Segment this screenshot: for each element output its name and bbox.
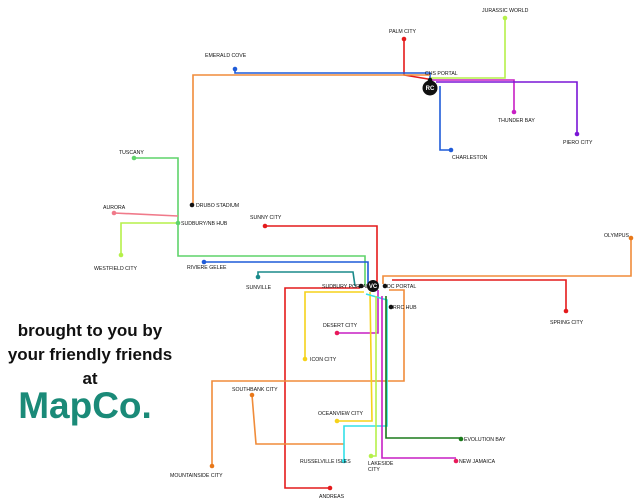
station-dot-charleston[interactable] bbox=[448, 147, 454, 153]
station-dot-russelville[interactable] bbox=[341, 458, 347, 464]
station-label-sunville: SUNVILLE bbox=[246, 285, 272, 291]
station-label-thunder: THUNDER BAY bbox=[498, 118, 535, 124]
station-dot-piero[interactable] bbox=[574, 131, 580, 137]
route-line-9 bbox=[120, 222, 178, 255]
station-label-desert: DESERT CITY bbox=[323, 323, 358, 329]
station-label-lakeside: LAKESIDE bbox=[368, 461, 394, 467]
station-label-olympus: OLYMPUS bbox=[604, 233, 630, 239]
station-dot-desert[interactable] bbox=[334, 330, 340, 336]
station-markers bbox=[111, 15, 634, 491]
route-line-16 bbox=[304, 291, 364, 359]
route-line-3 bbox=[192, 74, 430, 205]
station-label-evolution: EVOLUTION BAY bbox=[464, 437, 506, 443]
route-line-5 bbox=[436, 81, 578, 134]
station-label-newjamaica: NEW JAMAICA bbox=[459, 459, 496, 465]
route-line-2 bbox=[234, 69, 431, 85]
station-dot-spring[interactable] bbox=[563, 308, 569, 314]
tagline-line-1: brought to you by bbox=[17, 321, 163, 340]
route-line-4 bbox=[432, 79, 515, 112]
station-dot-andreas[interactable] bbox=[327, 485, 333, 491]
station-label-spring: SPRING CITY bbox=[550, 320, 584, 326]
station-label-mountainside: MOUNTAINSIDE CITY bbox=[170, 473, 223, 479]
station-label-sudbury_portal: SUDBURY PORTAL bbox=[322, 284, 369, 290]
route-line-11 bbox=[265, 225, 378, 286]
station-label-oceanview: OCEANVIEW CITY bbox=[318, 411, 364, 417]
station-dot-sudbury_nb[interactable] bbox=[175, 220, 181, 226]
route-line-17 bbox=[337, 290, 379, 334]
tagline-line-2: your friendly friends bbox=[7, 345, 173, 364]
station-dot-dc_portal[interactable] bbox=[382, 283, 388, 289]
station-dot-sunny[interactable] bbox=[262, 223, 268, 229]
route-line-0 bbox=[430, 18, 506, 79]
station-dot-palm[interactable] bbox=[401, 36, 407, 42]
route-line-24 bbox=[381, 296, 456, 459]
station-label-piero: PIERO CITY bbox=[563, 140, 593, 146]
station-dot-mountainside[interactable] bbox=[209, 463, 215, 469]
hub-label-rc: RC bbox=[426, 86, 435, 92]
station-label-andreas: ANDREAS bbox=[319, 494, 345, 499]
station-label-riviere: RIVIERE GELEE bbox=[187, 265, 227, 271]
station-dot-oceanview[interactable] bbox=[334, 418, 340, 424]
route-line-6 bbox=[439, 86, 451, 151]
station-dot-drubo[interactable] bbox=[189, 202, 195, 208]
hub-markers: RC VC bbox=[367, 80, 438, 292]
station-label-palm: PALM CITY bbox=[389, 29, 417, 35]
station-label-charleston: CHARLESTON bbox=[452, 155, 488, 161]
hub-marker-rc[interactable] bbox=[422, 80, 438, 96]
station-dot-tuscany[interactable] bbox=[131, 155, 137, 161]
station-dot-jurassic[interactable] bbox=[502, 15, 508, 21]
station-label-dc_portal: DC PORTAL bbox=[387, 284, 416, 290]
route-line-22 bbox=[385, 296, 461, 439]
station-label-russelville: RUSSELVILLE ISLES bbox=[300, 459, 351, 465]
station-dot-westfield[interactable] bbox=[118, 252, 124, 258]
station-label-southbank: SOUTHBANK CITY bbox=[232, 387, 278, 393]
route-line-14 bbox=[382, 238, 632, 284]
station-dot-riviere[interactable] bbox=[201, 259, 207, 265]
station-dot-lakeside[interactable] bbox=[368, 453, 374, 459]
station-label-drubo: DRUBO STADIUM bbox=[196, 203, 239, 209]
station-dot-thunder[interactable] bbox=[511, 109, 517, 115]
station-dot-sudbury_portal[interactable] bbox=[358, 283, 364, 289]
route-line-10 bbox=[204, 261, 369, 286]
route-line-7 bbox=[134, 157, 366, 286]
route-line-20 bbox=[337, 291, 373, 422]
hub-label-vc: VC bbox=[369, 284, 378, 290]
station-label-westfield: WESTFIELD CITY bbox=[94, 266, 137, 272]
tagline-line-3: at bbox=[82, 369, 98, 388]
route-line-12 bbox=[257, 271, 356, 287]
station-dot-sunville[interactable] bbox=[255, 274, 261, 280]
transit-lines bbox=[113, 18, 632, 489]
station-label-chs: CHS PORTAL bbox=[425, 71, 458, 77]
route-line-13 bbox=[392, 279, 567, 311]
station-dot-evolution[interactable] bbox=[458, 436, 464, 442]
station-label-aurora: AURORA bbox=[103, 205, 126, 211]
station-dot-olympus[interactable] bbox=[628, 235, 634, 241]
station-label-jurassic: JURASSIC WORLD bbox=[482, 8, 529, 14]
station-label-sudbury_nb: SUDBURY/NB HUB bbox=[181, 221, 228, 227]
route-line-21 bbox=[343, 293, 388, 461]
station-label-emerald: EMERALD COVE bbox=[205, 53, 247, 59]
route-line-8 bbox=[113, 212, 179, 217]
route-line-18 bbox=[211, 289, 405, 466]
route-line-19 bbox=[251, 394, 344, 445]
station-label-tuscany: TUSCANY bbox=[119, 150, 144, 156]
station-label-sunny: SUNNY CITY bbox=[250, 215, 282, 221]
station-labels: JURASSIC WORLD PALM CITY EMERALD COVE CHS P… bbox=[94, 8, 630, 499]
station-dot-southbank[interactable] bbox=[249, 392, 255, 398]
station-label-rrc: RRC HUB bbox=[393, 305, 417, 311]
station-dot-emerald[interactable] bbox=[232, 66, 238, 72]
station-label-icon: ICON CITY bbox=[310, 357, 337, 363]
route-line-15 bbox=[284, 287, 360, 489]
station-dot-rrc[interactable] bbox=[388, 304, 394, 310]
station-dot-newjamaica[interactable] bbox=[453, 458, 459, 464]
station-dot-aurora[interactable] bbox=[111, 210, 117, 216]
station-label-lakeside-2: CITY bbox=[368, 467, 380, 473]
station-dot-icon[interactable] bbox=[302, 356, 308, 362]
brand-logo-text: MapCo. bbox=[18, 385, 152, 426]
hub-marker-vc[interactable] bbox=[367, 280, 379, 292]
